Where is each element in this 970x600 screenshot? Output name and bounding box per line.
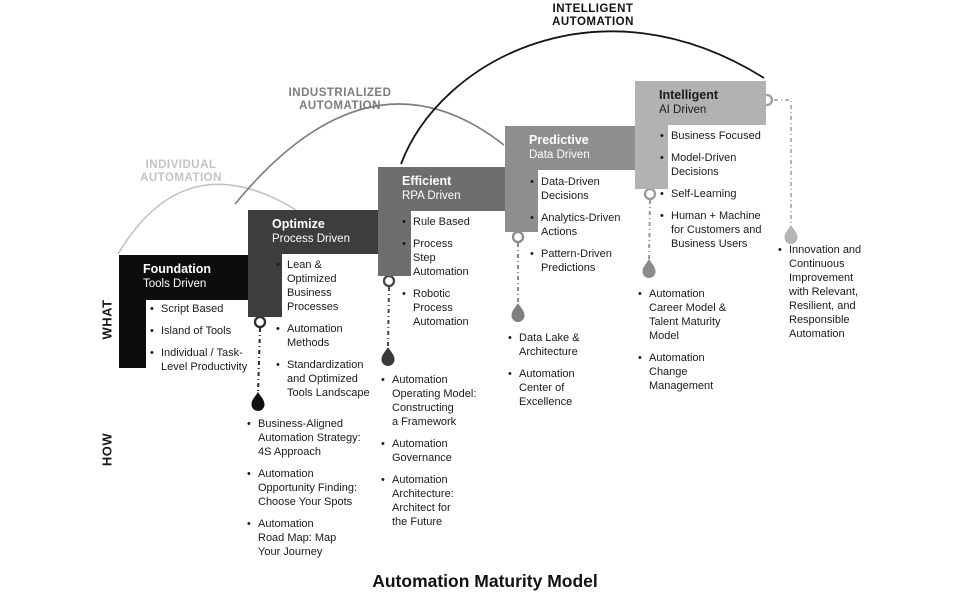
what-list-foundation: Script Based Island of Tools Individual … — [150, 302, 252, 382]
stage-driver: Process Driven — [272, 233, 350, 245]
what-list-predictive: Data-Driven Decisions Analytics-Driven A… — [530, 175, 640, 283]
outcome-list-intelligent: Innovation and Continuous Improvement wi… — [778, 243, 884, 349]
list-item: Data Lake & Architecture — [508, 331, 614, 359]
list-item: Island of Tools — [150, 324, 252, 338]
stage-header-predictive: Predictive Data Driven — [505, 126, 635, 170]
list-item: Automation Architecture: Architect for t… — [381, 473, 495, 529]
connector-ring-icon — [511, 230, 525, 244]
connector-pin-icon — [642, 259, 656, 279]
arc-label-individual-automation: INDIVIDUAL AUTOMATION — [140, 159, 222, 184]
what-list-optimize: Lean & Optimized Business Processes Auto… — [276, 258, 380, 408]
stage-header-optimize: Optimize Process Driven — [248, 210, 378, 254]
what-list-intelligent: Business Focused Model-Driven Decisions … — [660, 129, 780, 259]
connector-pin-icon — [251, 392, 265, 411]
connector-optimize — [251, 315, 267, 411]
connector-pin-icon — [784, 225, 798, 245]
connector-pin-icon — [381, 347, 395, 366]
arc-label-intelligent-automation: INTELLIGENT AUTOMATION — [552, 3, 634, 28]
stage-title: Intelligent — [659, 88, 719, 102]
list-item: Innovation and Continuous Improvement wi… — [778, 243, 884, 341]
list-item: Robotic Process Automation — [402, 287, 502, 329]
stage-driver: AI Driven — [659, 104, 707, 116]
connector-ring-icon — [382, 274, 396, 288]
stage-header-efficient: Efficient RPA Driven — [378, 167, 505, 211]
how-list-optimize: Business-Aligned Automation Strategy: 4S… — [247, 417, 379, 567]
list-item: Individual / Task- Level Productivity — [150, 346, 252, 374]
stage-driver: Data Driven — [529, 149, 590, 161]
list-item: Process Step Automation — [402, 237, 502, 279]
list-item: Automation Governance — [381, 437, 495, 465]
list-item: Pattern-Driven Predictions — [530, 247, 640, 275]
list-item: Automation Opportunity Finding: Choose Y… — [247, 467, 379, 509]
arc-individual — [117, 183, 297, 255]
list-item: Standardization and Optimized Tools Land… — [276, 358, 380, 400]
list-item: Automation Operating Model: Constructing… — [381, 373, 495, 429]
stage-title: Optimize — [272, 217, 325, 231]
stage-driver: RPA Driven — [402, 190, 461, 202]
list-item: Data-Driven Decisions — [530, 175, 640, 203]
stage-driver: Tools Driven — [143, 278, 207, 290]
connector-efficient — [381, 274, 396, 366]
list-item: Automation Center of Excellence — [508, 367, 614, 409]
stage-title: Foundation — [143, 262, 212, 276]
list-item: Business-Aligned Automation Strategy: 4S… — [247, 417, 379, 459]
list-item: Analytics-Driven Actions — [530, 211, 640, 239]
connector-ring-icon — [643, 187, 657, 201]
list-item: Automation Methods — [276, 322, 380, 350]
connector-predictive — [511, 230, 525, 322]
connector-ring-icon — [253, 315, 267, 329]
arc-industrialized — [234, 103, 505, 205]
list-item: Rule Based — [402, 215, 502, 229]
how-list-predictive: Data Lake & Architecture Automation Cent… — [508, 331, 614, 417]
connector-pin-icon — [511, 303, 525, 322]
axis-label-how: HOW — [99, 432, 115, 467]
what-list-efficient: Rule Based Process Step Automation Robot… — [402, 215, 502, 337]
connector-intelligent — [642, 187, 657, 279]
arc-label-industrialized-automation: INDUSTRIALIZED AUTOMATION — [288, 87, 392, 112]
diagram-title: Automation Maturity Model — [372, 571, 598, 591]
list-item: Automation Road Map: Map Your Journey — [247, 517, 379, 559]
list-item: Human + Machine for Customers and Busine… — [660, 209, 780, 251]
list-item: Script Based — [150, 302, 252, 316]
stage-title: Efficient — [402, 174, 452, 188]
axis-label-what: WHAT — [99, 299, 115, 340]
stage-header-intelligent: Intelligent AI Driven — [635, 81, 766, 125]
list-item: Automation Career Model & Talent Maturit… — [638, 287, 760, 343]
arc-intelligent — [400, 30, 765, 165]
list-item: Model-Driven Decisions — [660, 151, 780, 179]
list-item: Self-Learning — [660, 187, 780, 201]
stage-title: Predictive — [529, 133, 589, 147]
list-item: Business Focused — [660, 129, 780, 143]
list-item: Lean & Optimized Business Processes — [276, 258, 380, 314]
stage-header-foundation: Foundation Tools Driven — [119, 255, 248, 300]
how-list-intelligent: Automation Career Model & Talent Maturit… — [638, 287, 760, 401]
how-list-efficient: Automation Operating Model: Constructing… — [381, 373, 495, 537]
list-item: Automation Change Management — [638, 351, 760, 393]
